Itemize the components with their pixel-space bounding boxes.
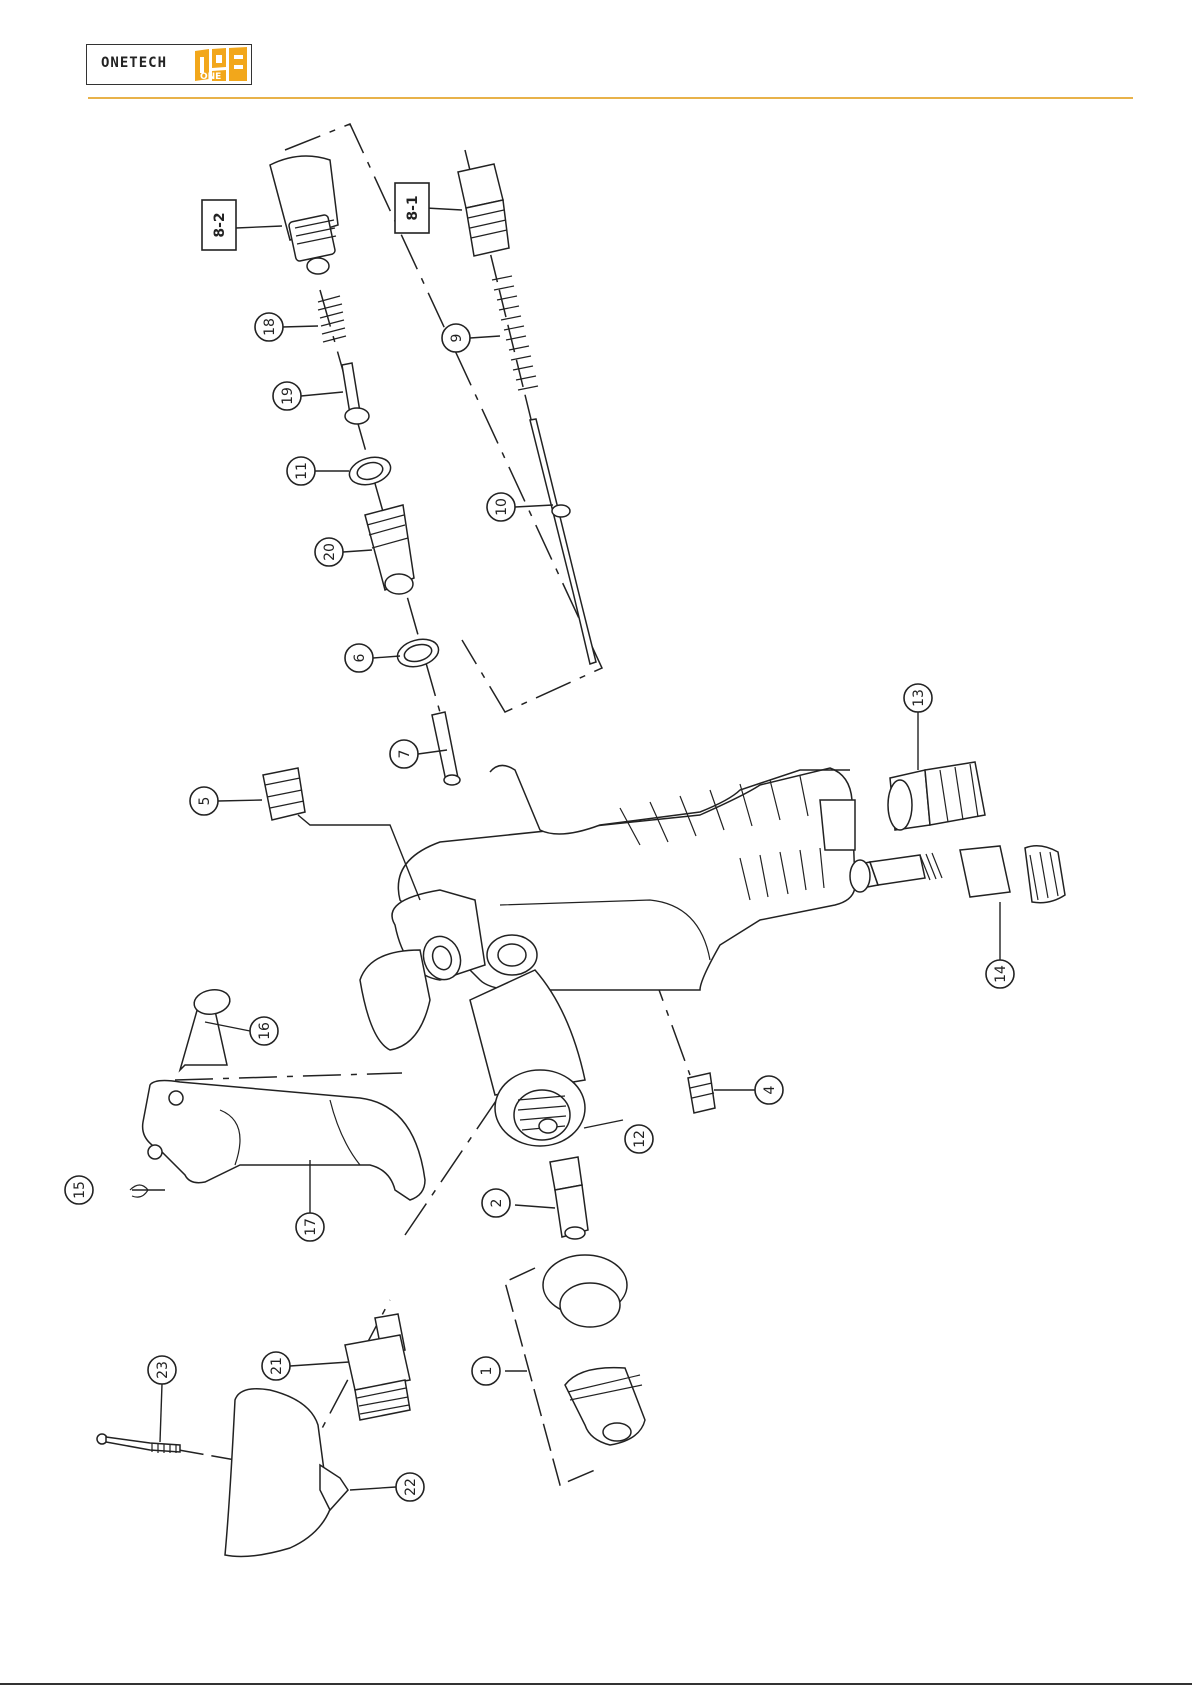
part-23-rod xyxy=(97,1434,180,1453)
callout-6: 6 xyxy=(345,644,373,672)
svg-text:19: 19 xyxy=(280,387,296,405)
svg-text:7: 7 xyxy=(397,750,413,759)
callout-19: 19 xyxy=(273,382,301,410)
callout-13: 13 xyxy=(904,684,932,712)
svg-text:23: 23 xyxy=(155,1361,171,1379)
svg-text:12: 12 xyxy=(632,1130,648,1148)
svg-text:21: 21 xyxy=(269,1357,285,1375)
svg-text:16: 16 xyxy=(257,1022,273,1040)
part-8-1-knob xyxy=(458,164,509,256)
callout-9: 9 xyxy=(442,324,470,352)
part-21-adapter xyxy=(345,1314,410,1420)
part-18-spring xyxy=(318,296,346,342)
part-14-adjuster xyxy=(850,846,1065,903)
part-22-shield xyxy=(225,1389,348,1557)
callout-2: 2 xyxy=(482,1189,510,1217)
part-13-connector xyxy=(888,762,985,830)
svg-text:22: 22 xyxy=(403,1478,419,1496)
callout-18: 18 xyxy=(255,313,283,341)
callout-17: 17 xyxy=(296,1213,324,1241)
callout-5: 5 xyxy=(190,787,218,815)
callout-12: 12 xyxy=(625,1125,653,1153)
label-8-2-text: 8-2 xyxy=(212,212,228,237)
callout-15: 15 xyxy=(65,1176,93,1204)
part-5-plug xyxy=(263,768,305,820)
part-16-pin xyxy=(180,987,232,1070)
part-7-pin xyxy=(432,712,460,785)
svg-text:17: 17 xyxy=(303,1218,319,1236)
svg-text:6: 6 xyxy=(352,653,368,662)
part-2-nozzle xyxy=(550,1157,588,1239)
svg-text:1: 1 xyxy=(479,1367,495,1376)
svg-text:9: 9 xyxy=(449,334,465,343)
callout-1: 1 xyxy=(472,1357,500,1385)
svg-text:13: 13 xyxy=(911,689,927,707)
callout-4: 4 xyxy=(755,1076,783,1104)
part-9-spring xyxy=(492,276,538,390)
callout-14: 14 xyxy=(986,960,1014,988)
label-8-1-text: 8-1 xyxy=(405,195,421,220)
svg-text:15: 15 xyxy=(72,1181,88,1199)
callout-11: 11 xyxy=(287,457,315,485)
part-6-washer xyxy=(394,635,441,671)
callout-10: 10 xyxy=(487,493,515,521)
callout-23: 23 xyxy=(148,1356,176,1384)
callout-16: 16 xyxy=(250,1017,278,1045)
callout-20: 20 xyxy=(315,538,343,566)
part-4-plug xyxy=(688,1073,715,1113)
part-20-valve xyxy=(365,505,414,594)
part-1-air-cap xyxy=(543,1255,645,1445)
svg-text:2: 2 xyxy=(489,1199,505,1208)
part-17-trigger xyxy=(143,1081,425,1200)
svg-text:14: 14 xyxy=(993,965,1009,983)
callout-21: 21 xyxy=(262,1352,290,1380)
part-11-oring xyxy=(346,453,393,489)
label-8-1: 8-1 xyxy=(395,183,429,233)
svg-text:20: 20 xyxy=(322,543,338,561)
svg-text:18: 18 xyxy=(262,318,278,336)
callout-22: 22 xyxy=(396,1473,424,1501)
part-19-pin xyxy=(342,363,369,424)
svg-text:10: 10 xyxy=(494,498,510,516)
svg-text:11: 11 xyxy=(294,462,310,480)
part-10-needle xyxy=(530,419,596,664)
part-8-2-cap xyxy=(270,156,338,274)
svg-text:5: 5 xyxy=(197,797,213,806)
label-8-2: 8-2 xyxy=(202,200,236,250)
svg-text:4: 4 xyxy=(762,1085,778,1094)
callout-7: 7 xyxy=(390,740,418,768)
part-15-clip xyxy=(130,1185,148,1197)
